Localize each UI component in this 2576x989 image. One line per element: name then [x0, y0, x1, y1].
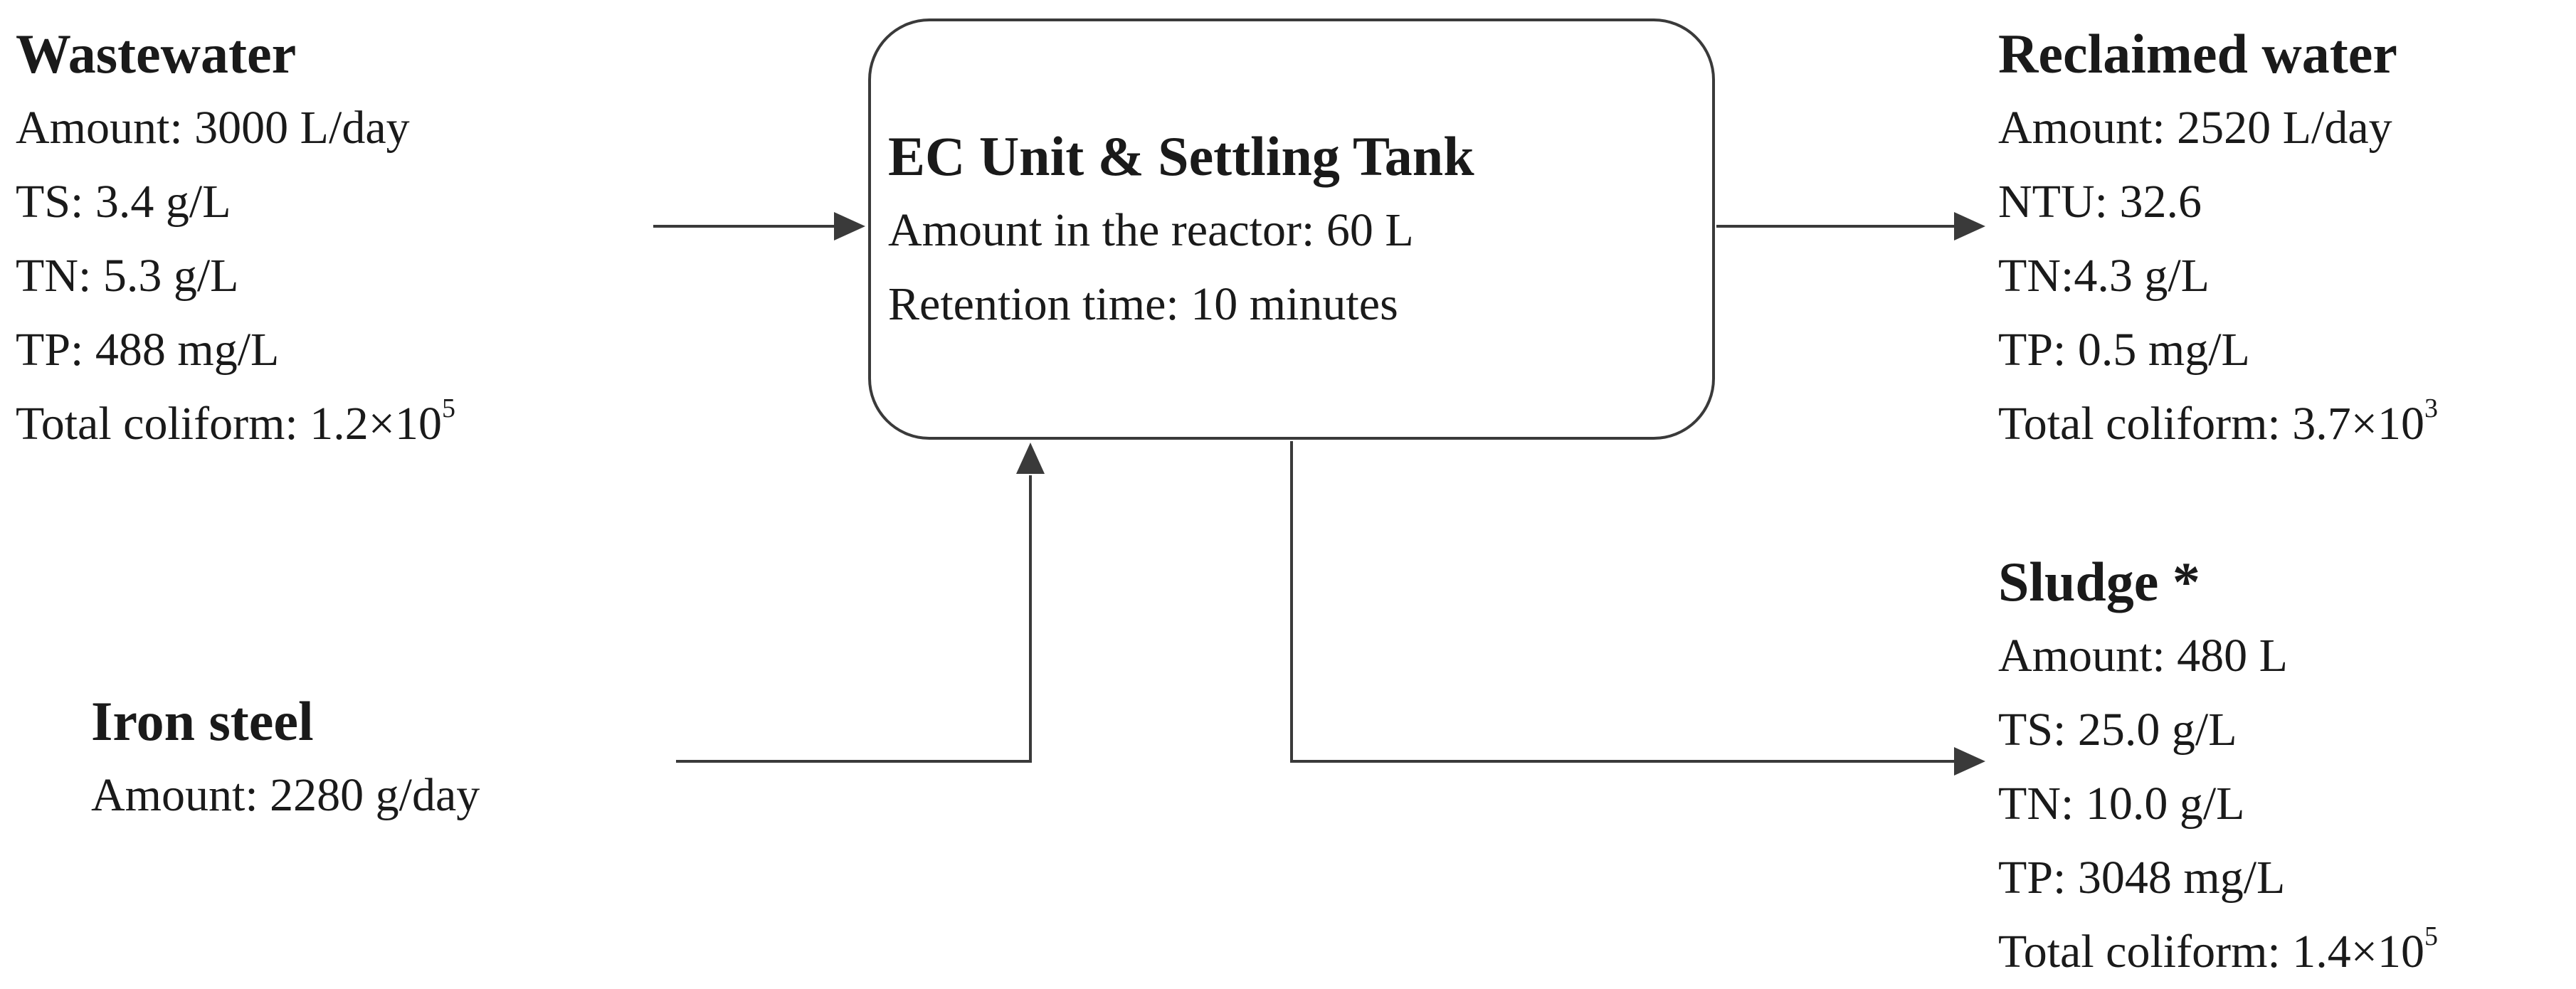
iron-steel-input-block: Iron steel Amount: 2280 g/day [91, 684, 480, 832]
ec-unit-text: EC Unit & Settling Tank Amount in the re… [888, 120, 1474, 342]
arrowhead-icon [1016, 443, 1045, 474]
wastewater-amount: Amount: 3000 L/day [16, 102, 410, 154]
ec-unit-reactor-amount: Amount in the reactor: 60 L [888, 204, 1414, 256]
sludge-coliform-exponent: 5 [2424, 921, 2438, 951]
sludge-title: Sludge * [1998, 551, 2200, 613]
wastewater-input-block: Wastewater Amount: 3000 L/day TS: 3.4 g/… [16, 17, 455, 461]
sludge-amount: Amount: 480 L [1998, 630, 2288, 682]
iron-title: Iron steel [91, 690, 314, 752]
sludge-coliform-base: Total coliform: 1.4×10 [1998, 926, 2424, 978]
sludge-tn: TN: 10.0 g/L [1998, 778, 2245, 830]
iron-amount: Amount: 2280 g/day [91, 769, 480, 821]
iron-to-unit-arrow [676, 443, 1045, 763]
wastewater-tp: TP: 488 mg/L [16, 324, 280, 376]
ec-unit-retention-time: Retention time: 10 minutes [888, 278, 1398, 330]
reclaimed-ntu: NTU: 32.6 [1998, 176, 2202, 228]
wastewater-title: Wastewater [16, 23, 297, 85]
wastewater-coliform-exponent: 5 [442, 393, 455, 423]
arrowhead-icon [1954, 212, 1985, 240]
wastewater-to-unit-arrow [653, 212, 865, 240]
reclaimed-tn: TN:4.3 g/L [1998, 250, 2210, 302]
wastewater-coliform: Total coliform: 1.2×105 [16, 387, 455, 461]
reclaimed-coliform-base: Total coliform: 3.7×10 [1998, 398, 2424, 450]
reclaimed-coliform: Total coliform: 3.7×103 [1998, 387, 2438, 461]
ec-unit-title: EC Unit & Settling Tank [888, 125, 1474, 187]
unit-to-reclaimed-arrow [1716, 212, 1985, 240]
sludge-coliform: Total coliform: 1.4×105 [1998, 915, 2438, 989]
reclaimed-water-output-block: Reclaimed water Amount: 2520 L/day NTU: … [1998, 17, 2438, 461]
reclaimed-title: Reclaimed water [1998, 23, 2397, 85]
wastewater-ts: TS: 3.4 g/L [16, 176, 231, 228]
sludge-ts: TS: 25.0 g/L [1998, 704, 2237, 756]
arrowhead-icon [1954, 747, 1985, 776]
sludge-output-block: Sludge * Amount: 480 L TS: 25.0 g/L TN: … [1998, 545, 2438, 989]
ec-unit-box [868, 18, 1715, 440]
reclaimed-amount: Amount: 2520 L/day [1998, 102, 2392, 154]
reclaimed-tp: TP: 0.5 mg/L [1998, 324, 2250, 376]
reclaimed-coliform-exponent: 3 [2424, 393, 2438, 423]
arrowhead-icon [834, 212, 865, 240]
unit-to-sludge-arrow [1290, 441, 1985, 776]
wastewater-tn: TN: 5.3 g/L [16, 250, 239, 302]
wastewater-coliform-base: Total coliform: 1.2×10 [16, 398, 442, 450]
sludge-tp: TP: 3048 mg/L [1998, 852, 2286, 904]
